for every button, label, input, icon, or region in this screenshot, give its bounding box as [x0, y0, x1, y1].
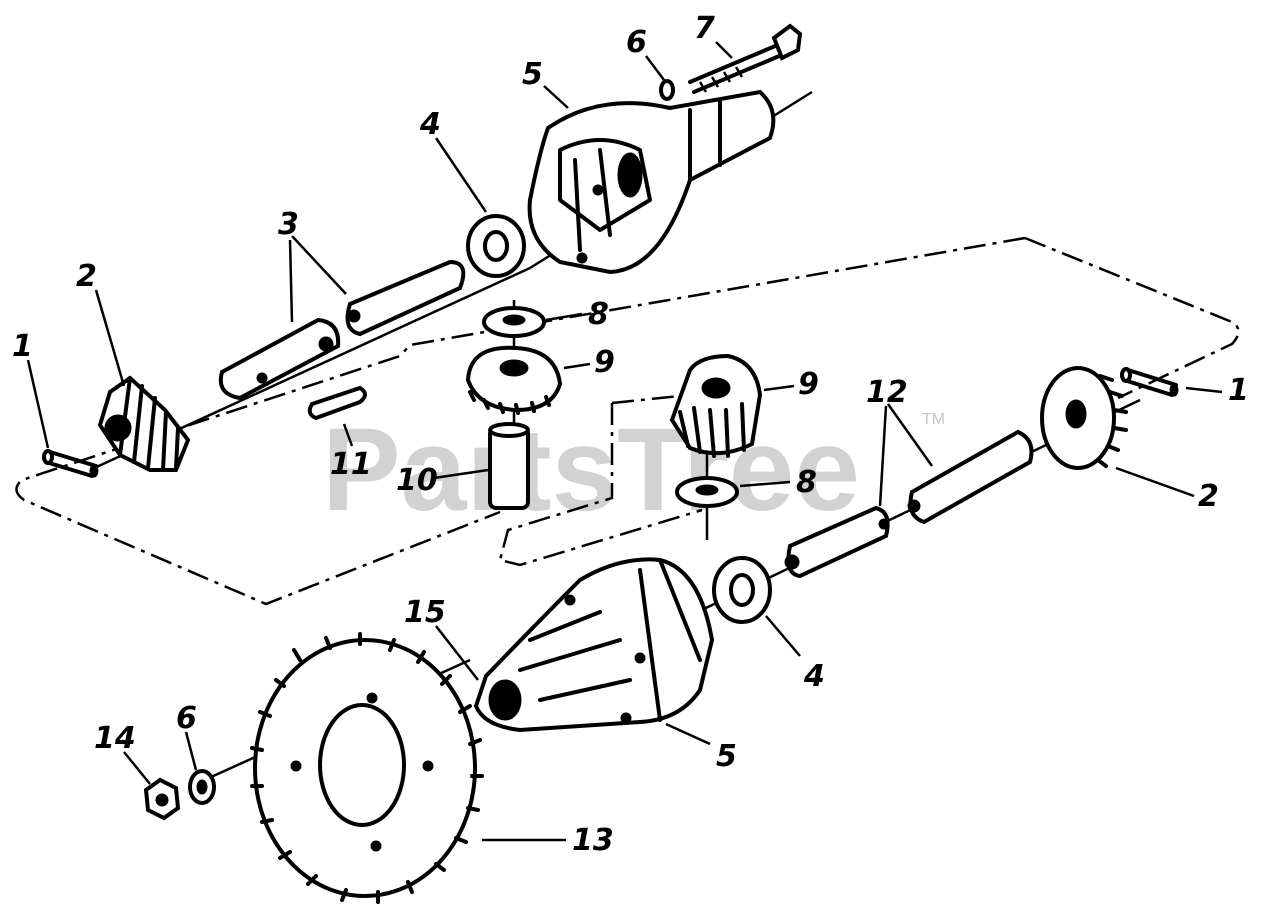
small-pin	[307, 385, 367, 421]
label-8-bottom: 8	[796, 465, 817, 500]
label-2-left: 2	[76, 259, 97, 294]
drive-sprocket	[250, 632, 484, 904]
label-5-bottom: 5	[716, 739, 737, 774]
label-4-top: 4	[419, 107, 441, 142]
part-labels: 1 2 3 4 5 6 7 8 9 9 1 12 2 11 10 8 15 4 …	[12, 11, 1249, 858]
label-7: 7	[694, 11, 715, 46]
axle-shaft-left-long	[345, 259, 466, 337]
bevel-gear-right	[1040, 366, 1128, 470]
label-4-bottom: 4	[803, 659, 825, 694]
bolt	[688, 23, 803, 94]
label-12: 12	[866, 375, 908, 410]
trademark-mark: TM	[922, 411, 945, 428]
assembly-outline	[15, 236, 1240, 606]
housing-top	[527, 89, 776, 275]
label-6-bottom: 6	[176, 701, 197, 736]
label-1-right: 1	[1228, 373, 1249, 408]
washer-top-center	[482, 306, 546, 338]
label-13: 13	[572, 823, 614, 858]
label-2-right: 2	[1198, 479, 1219, 514]
label-8-top: 8	[588, 297, 609, 332]
label-6-top: 6	[626, 25, 647, 60]
label-9-left: 9	[594, 345, 615, 380]
washer-bottom-center	[675, 476, 739, 508]
pinion-gear-left	[465, 345, 563, 415]
leader-lines	[26, 41, 1223, 842]
cross-shaft	[488, 422, 530, 510]
axle-shaft-right-long	[907, 429, 1034, 525]
axle-shaft-right-short	[784, 505, 890, 579]
label-15: 15	[404, 595, 446, 630]
bevel-gear-left	[97, 375, 191, 472]
thrust-washer-bottom	[712, 556, 772, 624]
thrust-washer-top	[466, 214, 526, 278]
label-11: 11	[330, 447, 372, 482]
watermark: PartsTree	[322, 404, 860, 536]
label-9-right: 9	[798, 367, 819, 402]
label-5-top: 5	[522, 57, 543, 92]
label-3: 3	[278, 207, 299, 242]
lock-washer-top	[659, 79, 675, 101]
label-1-left: 1	[12, 329, 33, 364]
label-14: 14	[94, 721, 136, 756]
label-10: 10	[396, 463, 438, 498]
lock-washer-bottom	[188, 769, 216, 805]
housing-bottom	[473, 557, 715, 733]
hex-nut	[143, 777, 181, 821]
pin-right	[1120, 367, 1179, 397]
axle-shaft-left-short	[218, 317, 341, 401]
pinion-gear-right	[669, 353, 763, 458]
pin-left	[42, 449, 99, 478]
